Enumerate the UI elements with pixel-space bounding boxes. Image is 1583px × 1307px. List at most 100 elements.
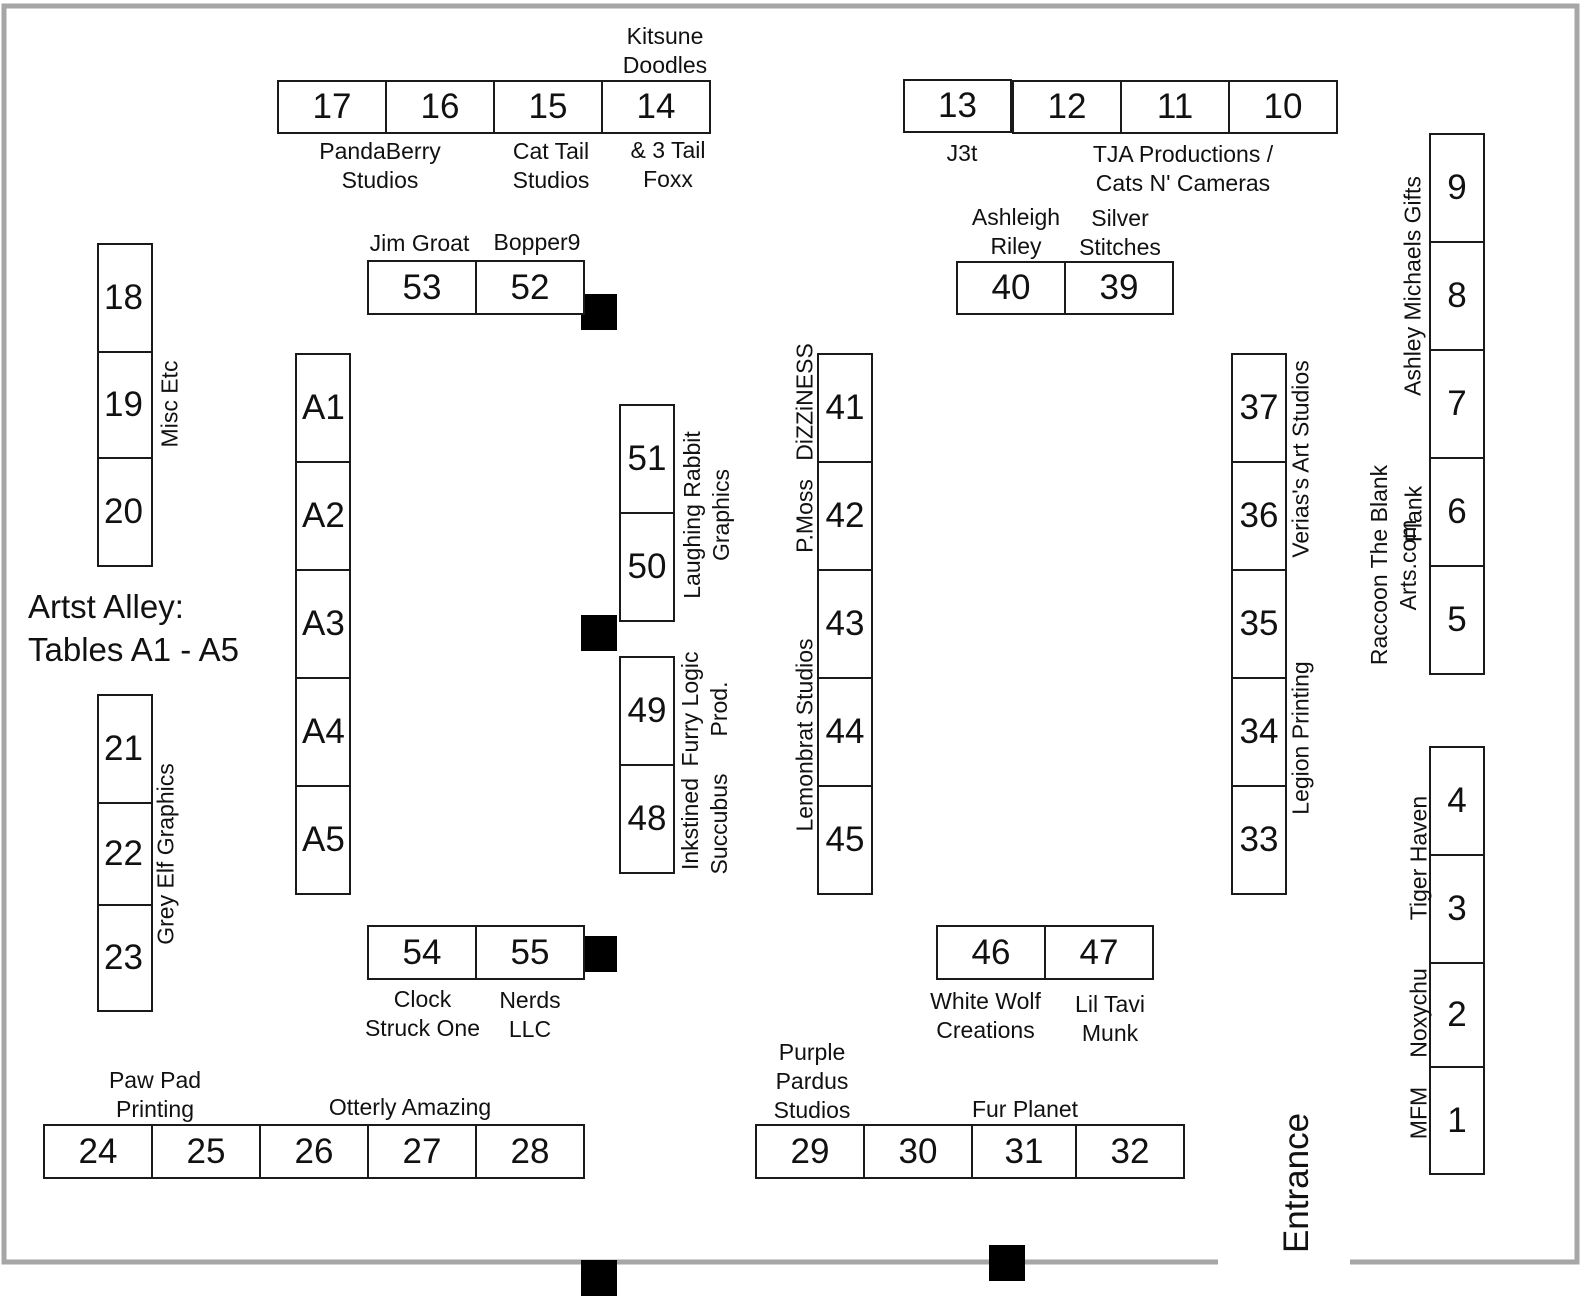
table-40[interactable]: 40 bbox=[956, 261, 1066, 315]
table-a5[interactable]: A5 bbox=[295, 785, 351, 895]
table-51[interactable]: 51 bbox=[619, 404, 675, 514]
label-line: Prod. bbox=[706, 681, 732, 737]
table-21[interactable]: 21 bbox=[97, 694, 153, 804]
label-line: Bopper9 bbox=[493, 229, 581, 255]
table-a4[interactable]: A4 bbox=[295, 677, 351, 787]
label-line: Lemonbrat Studios bbox=[791, 638, 818, 832]
table-34[interactable]: 34 bbox=[1231, 677, 1287, 787]
table-1[interactable]: 1 bbox=[1429, 1066, 1485, 1175]
table-15[interactable]: 15 bbox=[493, 80, 603, 134]
table-13[interactable]: 13 bbox=[903, 79, 1012, 133]
table-32[interactable]: 32 bbox=[1075, 1124, 1185, 1179]
vendor-cat-tail: Cat Tail Studios bbox=[491, 137, 611, 195]
table-8[interactable]: 8 bbox=[1429, 241, 1485, 351]
table-23[interactable]: 23 bbox=[97, 904, 153, 1012]
table-50[interactable]: 50 bbox=[619, 512, 675, 622]
pillar bbox=[581, 936, 617, 972]
label-line: PandaBerry bbox=[319, 138, 441, 164]
table-54[interactable]: 54 bbox=[367, 925, 477, 980]
table-42[interactable]: 42 bbox=[817, 461, 873, 571]
vendor-silver-stitches: Silver Stitches bbox=[1060, 204, 1180, 262]
label-line: Creations bbox=[936, 1017, 1035, 1043]
table-a3[interactable]: A3 bbox=[295, 569, 351, 679]
vendor-furry-logic: Furry Logic Prod. bbox=[676, 651, 734, 766]
table-9[interactable]: 9 bbox=[1429, 133, 1485, 243]
table-49[interactable]: 49 bbox=[619, 656, 675, 766]
table-53[interactable]: 53 bbox=[367, 260, 477, 315]
label-line: Studios bbox=[512, 167, 590, 193]
table-20[interactable]: 20 bbox=[97, 457, 153, 567]
table-33[interactable]: 33 bbox=[1231, 785, 1287, 895]
table-4[interactable]: 4 bbox=[1429, 746, 1485, 856]
label-line: Silver bbox=[1091, 205, 1149, 231]
label-line: Inkstined bbox=[677, 777, 703, 871]
label-line: Stitches bbox=[1079, 234, 1161, 260]
table-19[interactable]: 19 bbox=[97, 351, 153, 459]
artist-alley-label: Artst Alley: Tables A1 - A5 bbox=[28, 585, 239, 671]
table-36[interactable]: 36 bbox=[1231, 461, 1287, 571]
table-a1[interactable]: A1 bbox=[295, 353, 351, 463]
vendor-fur-planet: Fur Planet bbox=[960, 1095, 1090, 1124]
table-14[interactable]: 14 bbox=[601, 80, 711, 134]
vendor-jim-groat: Jim Groat bbox=[357, 229, 482, 258]
vendor-kitsune-doodles: Kitsune Doodles bbox=[600, 22, 730, 80]
label-line: Cats N' Cameras bbox=[1095, 170, 1271, 196]
label-line: Graphics bbox=[708, 468, 734, 562]
table-44[interactable]: 44 bbox=[817, 677, 873, 787]
label-line: TJA Productions / bbox=[1092, 141, 1274, 167]
label-line: Tables A1 - A5 bbox=[28, 631, 239, 668]
table-11[interactable]: 11 bbox=[1120, 80, 1230, 134]
vendor-pandaberry: PandaBerry Studios bbox=[305, 137, 455, 195]
table-55[interactable]: 55 bbox=[475, 925, 585, 980]
table-27[interactable]: 27 bbox=[367, 1124, 477, 1179]
table-25[interactable]: 25 bbox=[151, 1124, 261, 1179]
label-line: Purple bbox=[778, 1039, 846, 1065]
table-26[interactable]: 26 bbox=[259, 1124, 369, 1179]
label-line: Clock bbox=[393, 986, 452, 1012]
table-7[interactable]: 7 bbox=[1429, 349, 1485, 459]
table-39[interactable]: 39 bbox=[1064, 261, 1174, 315]
table-17[interactable]: 17 bbox=[277, 80, 387, 134]
table-45[interactable]: 45 bbox=[817, 785, 873, 895]
table-5[interactable]: 5 bbox=[1429, 565, 1485, 675]
vendor-laughing-rabbit: Laughing Rabbit Graphics bbox=[678, 431, 736, 599]
table-52[interactable]: 52 bbox=[475, 260, 585, 315]
label-line: Pardus bbox=[775, 1068, 849, 1094]
vendor-pmoss: P.Moss bbox=[791, 479, 820, 553]
label-line: DiZZiNESS bbox=[791, 343, 818, 461]
table-28[interactable]: 28 bbox=[475, 1124, 585, 1179]
table-37[interactable]: 37 bbox=[1231, 353, 1287, 463]
label-line: Noxychu bbox=[1405, 968, 1432, 1058]
table-29[interactable]: 29 bbox=[755, 1124, 865, 1179]
table-6[interactable]: 6 bbox=[1429, 457, 1485, 567]
table-2[interactable]: 2 bbox=[1429, 962, 1485, 1068]
table-47[interactable]: 47 bbox=[1044, 925, 1154, 980]
table-18[interactable]: 18 bbox=[97, 243, 153, 353]
label-line: Otterly Amazing bbox=[328, 1094, 492, 1120]
table-10[interactable]: 10 bbox=[1228, 80, 1338, 134]
table-22[interactable]: 22 bbox=[97, 802, 153, 906]
table-31[interactable]: 31 bbox=[971, 1124, 1077, 1179]
table-35[interactable]: 35 bbox=[1231, 569, 1287, 679]
table-12[interactable]: 12 bbox=[1012, 80, 1122, 134]
label-line: Misc Etc bbox=[156, 360, 183, 448]
table-41[interactable]: 41 bbox=[817, 353, 873, 463]
table-30[interactable]: 30 bbox=[863, 1124, 973, 1179]
table-48[interactable]: 48 bbox=[619, 764, 675, 874]
table-16[interactable]: 16 bbox=[385, 80, 495, 134]
vendor-misc-etc: Misc Etc bbox=[156, 361, 185, 448]
label-line: Printing bbox=[116, 1096, 194, 1122]
table-24[interactable]: 24 bbox=[43, 1124, 153, 1179]
pillar bbox=[581, 615, 617, 651]
label-line: Grey Elf Graphics bbox=[152, 763, 179, 945]
vendor-ashleigh-riley: Ashleigh Riley bbox=[956, 203, 1076, 261]
table-46[interactable]: 46 bbox=[936, 925, 1046, 980]
table-3[interactable]: 3 bbox=[1429, 854, 1485, 964]
vendor-nerds-llc: Nerds LLC bbox=[480, 986, 580, 1044]
wall-outline bbox=[1, 3, 1580, 1265]
table-43[interactable]: 43 bbox=[817, 569, 873, 679]
label-line: Jim Groat bbox=[369, 230, 470, 256]
table-a2[interactable]: A2 bbox=[295, 461, 351, 571]
vendor-clock-struck-one: Clock Struck One bbox=[355, 985, 490, 1043]
